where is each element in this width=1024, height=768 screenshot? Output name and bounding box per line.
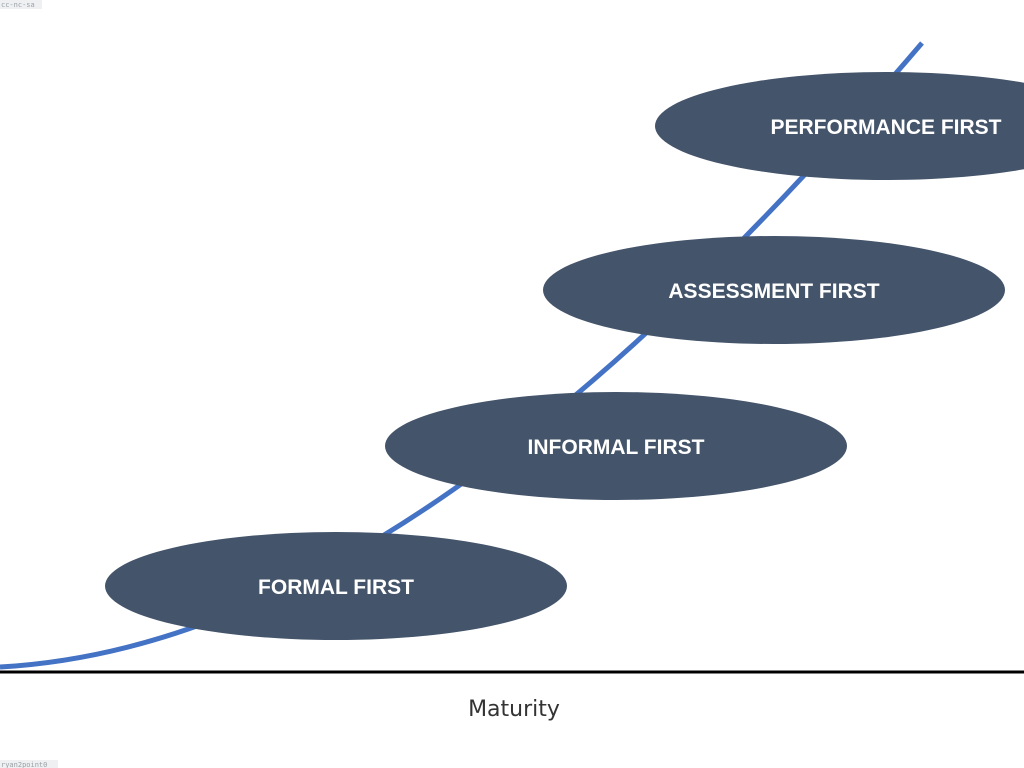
watermark-bottom: ryan2point0 <box>1 761 47 768</box>
stage-ellipse <box>543 236 1005 344</box>
stage-ellipse <box>105 532 567 640</box>
watermark-top-bg <box>0 0 42 9</box>
watermark-top: cc-nc-sa <box>1 1 35 9</box>
stage-label: FORMAL FIRST <box>258 576 414 599</box>
stage-performance-first: PERFORMANCE FIRST <box>655 72 1024 180</box>
stage-label: INFORMAL FIRST <box>528 436 705 459</box>
stage-label: ASSESSMENT FIRST <box>668 280 879 303</box>
stage-assessment-first: ASSESSMENT FIRST <box>543 236 1005 344</box>
axis-label: Maturity <box>468 697 560 722</box>
stage-informal-first: INFORMAL FIRST <box>385 392 847 500</box>
stage-formal-first: FORMAL FIRST <box>105 532 567 640</box>
stage-ellipse <box>655 72 1024 180</box>
stage-label: PERFORMANCE FIRST <box>771 116 1002 139</box>
stage-ellipse <box>385 392 847 500</box>
growth-curve <box>0 41 924 670</box>
watermark-bottom-bg <box>0 760 58 768</box>
